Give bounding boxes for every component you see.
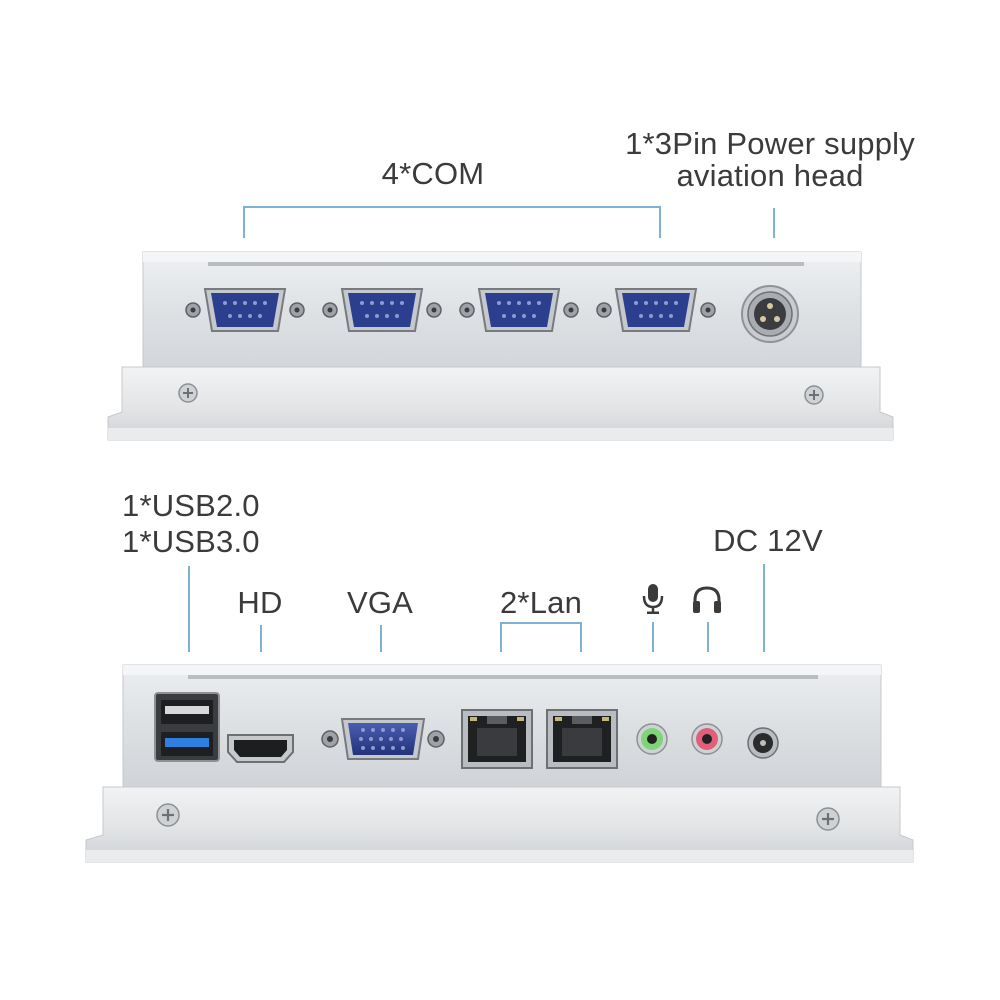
dc-callout-line [763, 564, 765, 652]
bezel-screw-left [178, 383, 198, 403]
aviation-power-connector [741, 285, 799, 343]
hd-callout-line [260, 625, 262, 652]
lan-label: 2*Lan [499, 585, 583, 620]
vga-port [321, 718, 445, 760]
mic-callout-line [652, 622, 654, 652]
microphone-icon [642, 584, 664, 614]
usb-label-line2: 1*USB3.0 [122, 524, 260, 559]
usb-callout-line [188, 566, 190, 652]
dc-jack [747, 727, 779, 759]
headphone-callout-line [707, 622, 709, 652]
vga-label: VGA [346, 585, 414, 620]
lan-bracket-left [500, 622, 502, 652]
bezel-screw-left-bottom [156, 803, 180, 827]
power-label-line1: 1*3Pin Power supply [625, 126, 915, 161]
lan-port-1 [461, 709, 533, 769]
com-label: 4*COM [381, 156, 485, 191]
top-panel-device [107, 251, 894, 441]
com-port-3 [459, 288, 579, 332]
hdmi-port [227, 734, 294, 763]
com-port-4 [596, 288, 716, 332]
com-bracket-left [243, 206, 245, 238]
power-callout-line [773, 208, 775, 238]
headphone-jack [691, 723, 723, 755]
lan-bracket-right [580, 622, 582, 652]
lan-bracket-line [500, 622, 582, 624]
com-port-1 [185, 288, 305, 332]
hd-label: HD [237, 585, 283, 620]
usb-label-line1: 1*USB2.0 [122, 488, 260, 523]
lan-port-2 [546, 709, 618, 769]
vga-callout-line [380, 625, 382, 652]
com-bracket-right [659, 206, 661, 238]
power-label-line2: aviation head [676, 158, 864, 193]
bezel-screw-right-bottom [816, 807, 840, 831]
dc-label: DC 12V [713, 523, 823, 558]
mic-jack [636, 723, 668, 755]
lan-ports [461, 709, 618, 769]
usb-ports [154, 692, 220, 762]
bezel-screw-right [804, 385, 824, 405]
com-port-2 [322, 288, 442, 332]
com-bracket-line [243, 206, 661, 208]
headphones-icon [693, 586, 721, 613]
